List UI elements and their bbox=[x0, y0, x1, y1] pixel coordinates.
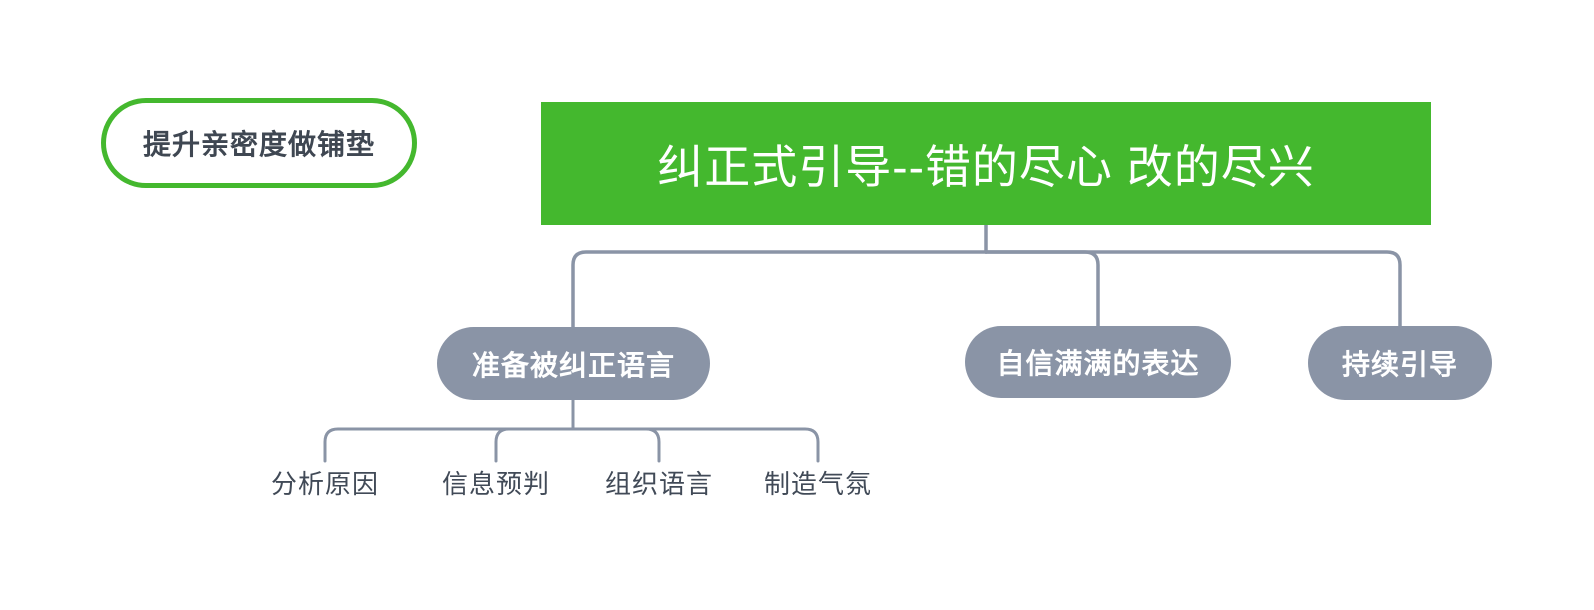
branch-topic-prepare-corrected-language[interactable]: 准备被纠正语言 bbox=[437, 327, 710, 400]
root-topic[interactable]: 纠正式引导--错的尽心 改的尽兴 bbox=[541, 102, 1431, 225]
floating-topic[interactable]: 提升亲密度做铺垫 bbox=[101, 98, 417, 188]
branch-topic-label: 自信满满的表达 bbox=[996, 348, 1200, 379]
branch-topic-continuous-guidance[interactable]: 持续引导 bbox=[1308, 326, 1492, 400]
leaf-topic-label: 信息预判 bbox=[441, 468, 551, 499]
root-topic-label: 纠正式引导--错的尽心 改的尽兴 bbox=[657, 140, 1315, 193]
branch-topic-confident-expression[interactable]: 自信满满的表达 bbox=[965, 326, 1231, 398]
leaf-topic-label: 组织语言 bbox=[604, 468, 714, 499]
leaf-topic-create-atmosphere[interactable]: 制造气氛 bbox=[763, 466, 873, 499]
leaf-topic-organize-language[interactable]: 组织语言 bbox=[604, 466, 714, 499]
leaf-topic-analyze-cause[interactable]: 分析原因 bbox=[270, 466, 380, 499]
branch-leaf-connectors bbox=[323, 398, 820, 463]
leaf-topic-label: 分析原因 bbox=[270, 468, 380, 499]
leaf-topic-information-prejudgment[interactable]: 信息预判 bbox=[441, 466, 551, 499]
leaf-topic-label: 制造气氛 bbox=[763, 468, 873, 499]
branch-topic-label: 准备被纠正语言 bbox=[471, 349, 675, 381]
branch-topic-label: 持续引导 bbox=[1341, 349, 1458, 380]
floating-topic-label: 提升亲密度做铺垫 bbox=[142, 129, 375, 160]
root-branch-connectors bbox=[571, 223, 1402, 329]
